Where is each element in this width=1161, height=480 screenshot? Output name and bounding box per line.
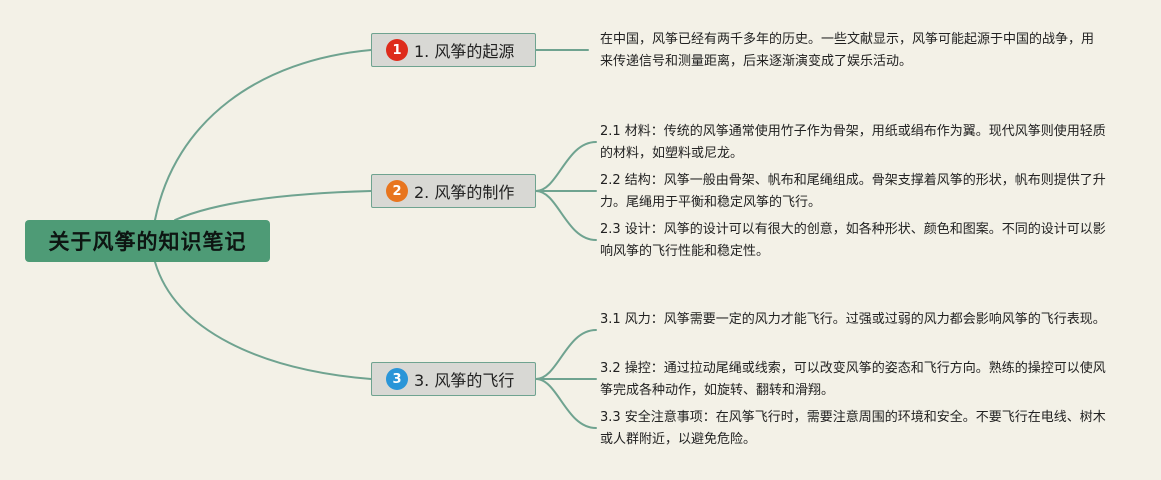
priority-3-icon: 3 [386, 368, 408, 390]
branch-topic-label: 3. 风筝的飞行 [414, 371, 515, 390]
connector-branch-2-note-3 [535, 190, 597, 241]
priority-1-icon: 1 [386, 39, 408, 61]
central-topic-label: 关于风筝的知识笔记 [48, 230, 247, 254]
connector-branch-3-note-3 [535, 378, 597, 429]
subtopic-design[interactable]: 2.3 设计：风筝的设计可以有很大的创意，如各种形状、颜色和图案。不同的设计可以… [600, 222, 1106, 259]
subtopic-origin-history[interactable]: 在中国，风筝已经有两千多年的历史。一些文献显示，风筝可能起源于中国的战争，用来传… [600, 32, 1095, 69]
branch-topic-label: 2. 风筝的制作 [414, 183, 515, 202]
connector-root-branch-3 [154, 261, 372, 380]
branch-topic-making[interactable]: 2 2. 风筝的制作 [371, 174, 536, 208]
branch-topic-origin[interactable]: 1 1. 风筝的起源 [371, 33, 536, 67]
branch-topic-flying[interactable]: 3 3. 风筝的飞行 [371, 362, 536, 396]
subtopic-wind[interactable]: 3.1 风力：风筝需要一定的风力才能飞行。过强或过弱的风力都会影响风筝的飞行表现… [600, 312, 1106, 327]
connector-root-branch-2 [174, 190, 372, 221]
connector-root-branch-1 [154, 49, 372, 221]
connector-branch-2-note-1 [535, 141, 597, 192]
subtopic-materials[interactable]: 2.1 材料：传统的风筝通常使用竹子作为骨架，用纸或绢布作为翼。现代风筝则使用轻… [600, 124, 1106, 161]
subtopic-structure[interactable]: 2.2 结构：风筝一般由骨架、帆布和尾绳组成。骨架支撑着风筝的形状，帆布则提供了… [600, 173, 1106, 210]
central-topic[interactable]: 关于风筝的知识笔记 [25, 220, 270, 262]
priority-2-icon: 2 [386, 180, 408, 202]
connector-branch-3-note-1 [535, 329, 597, 380]
subtopic-control[interactable]: 3.2 操控：通过拉动尾绳或线索，可以改变风筝的姿态和飞行方向。熟练的操控可以使… [600, 361, 1106, 398]
subtopic-safety[interactable]: 3.3 安全注意事项：在风筝飞行时，需要注意周围的环境和安全。不要飞行在电线、树… [600, 410, 1106, 447]
branch-topic-label: 1. 风筝的起源 [414, 42, 515, 61]
